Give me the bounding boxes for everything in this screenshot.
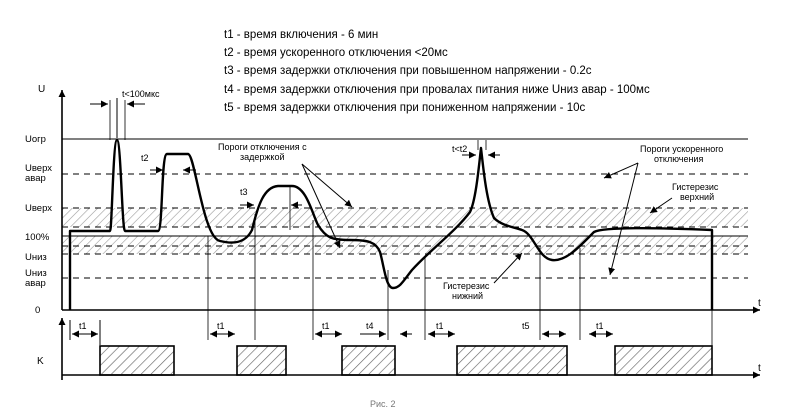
timer-label: t1 [217, 321, 225, 331]
level-label-uverh: Uверх [25, 203, 52, 214]
axes [58, 90, 760, 380]
level-label-uogr: Uогр [25, 134, 46, 145]
timer-label: t1 [596, 321, 604, 331]
legend-item-t2: t2 - время ускоренного отключения <20мс [224, 47, 448, 60]
pulse-annotation: t<100мкс [90, 89, 160, 138]
t-axis-label-lower: t [758, 363, 761, 374]
timer-label: t5 [522, 321, 530, 331]
relay-on-box [236, 345, 287, 376]
u-axis-label: U [38, 84, 45, 95]
legend-item-t1: t1 - время включения - 6 мин [224, 29, 379, 41]
figure-caption: Рис. 2 [370, 399, 396, 407]
legend: t1 - время включения - 6 мин t2 - время … [224, 26, 784, 117]
voltage-curve [68, 138, 714, 310]
relay-on-box [341, 345, 396, 376]
timer-arrows [69, 320, 613, 345]
timer-label: t1 [322, 321, 330, 331]
level-label-uniz: Uниз [25, 252, 47, 263]
t3-label: t3 [240, 187, 248, 197]
legend-item-t4: t4 - время задержки отключения при прова… [224, 83, 650, 96]
relay-k-states [99, 345, 713, 376]
timer-labels: t1 t1 t1 t4 t1 t5 t1 [79, 321, 604, 331]
level-label-nominal: 100% [25, 232, 50, 243]
t2-label: t2 [141, 153, 149, 163]
relay-on-box [456, 345, 568, 376]
t3-annotation: t3 [240, 187, 302, 209]
threshold-lines [62, 138, 748, 279]
pulse-width-label: t<100мкс [122, 89, 160, 99]
timer-label: t1 [436, 321, 444, 331]
k-axis-label: K [37, 356, 44, 367]
spike-annotation: t<t2 [452, 144, 500, 159]
t-axis-label-upper: t [758, 298, 761, 309]
timer-label: t4 [366, 321, 374, 331]
timer-label: t1 [79, 321, 87, 331]
relay-on-box [614, 345, 713, 376]
t2-annotation: t2 [141, 153, 196, 174]
legend-item-t3: t3 - время задержки отключения при повыш… [224, 65, 592, 78]
level-label-zero: 0 [35, 305, 40, 316]
relay-on-box [99, 345, 175, 376]
spike-width-label: t<t2 [452, 144, 467, 154]
hysteresis-band-lower [62, 236, 748, 254]
guide-lines [109, 100, 713, 375]
legend-item-t5: t5 - время задержки отключения при пониж… [224, 101, 586, 114]
hysteresis-band-upper [62, 208, 748, 227]
